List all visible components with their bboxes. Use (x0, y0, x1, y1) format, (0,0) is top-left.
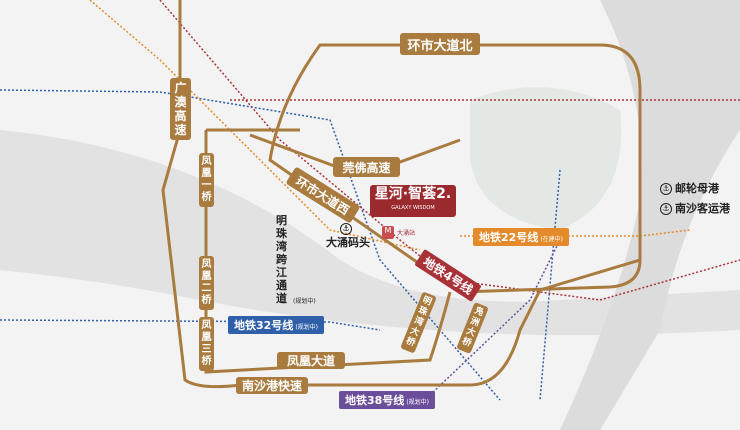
metro-station-icon: M (382, 226, 394, 239)
metro-status: (在建中) (540, 236, 563, 243)
river-east (560, 0, 740, 430)
road-label-guangao: 广澳高速 (170, 78, 191, 140)
metro-label-38: 地铁38号线(规划中) (339, 391, 435, 409)
metro-name: 地铁22号线 (479, 231, 539, 244)
hills (470, 87, 622, 230)
station-label: 大涌站 (397, 230, 416, 237)
ring-road (268, 43, 642, 294)
fuzhou-bridge-road (539, 258, 641, 292)
metro-line-38 (429, 239, 561, 396)
metro-status: (规划中) (295, 324, 318, 331)
bridge-label-fenghuang-2: 凤凰二桥 (199, 256, 214, 310)
metro-line-32-east (539, 169, 561, 401)
port-name: 南沙客运港 (675, 202, 730, 215)
metro-name: 地铁38号线 (345, 394, 405, 407)
road-label-guanfo: 莞佛高速 (333, 157, 400, 177)
metro-label-22: 地铁22号线(在建中) (473, 228, 569, 246)
channel-label: 明珠湾跨江通道 (276, 214, 287, 305)
project-logo[interactable]: 星河·智荟2. GALAXY WISDOM (370, 185, 456, 217)
metro-label-32: 地铁32号线(规划中) (228, 316, 324, 334)
road-label-ring-north: 环市大道北 (400, 33, 480, 55)
port-nansha: ⚓南沙客运港 (660, 200, 730, 216)
anchor-icon: ⚓ (340, 218, 355, 237)
metro-line-22 (89, 0, 421, 251)
fenghuang-road (204, 130, 452, 374)
port-cruise: ⚓邮轮母港 (660, 180, 719, 196)
bridge-label-fenghuang-1: 凤凰一桥 (199, 153, 214, 207)
anchor-icon: ⚓ (660, 183, 672, 195)
river (0, 130, 740, 335)
road-label-fenghuang-avenue: 凤凰大道 (277, 352, 345, 369)
port-name: 邮轮母港 (675, 182, 719, 195)
port-dayong: 大涌码头 (326, 236, 370, 249)
guangao-expressway (161, 0, 542, 389)
channel-status: (规划中) (293, 298, 316, 305)
project-name: 星河·智荟2. (374, 186, 452, 202)
metro-name: 地铁32号线 (234, 319, 294, 332)
metro-line-32 (0, 89, 501, 401)
project-subtitle: GALAXY WISDOM (391, 205, 435, 211)
road-label-nansha-express: 南沙港快速 (236, 377, 308, 394)
anchor-icon: ⚓ (660, 203, 672, 215)
bridge-label-fenghuang-3: 凤凰三桥 (199, 317, 214, 371)
metro-status: (规划中) (406, 399, 429, 406)
